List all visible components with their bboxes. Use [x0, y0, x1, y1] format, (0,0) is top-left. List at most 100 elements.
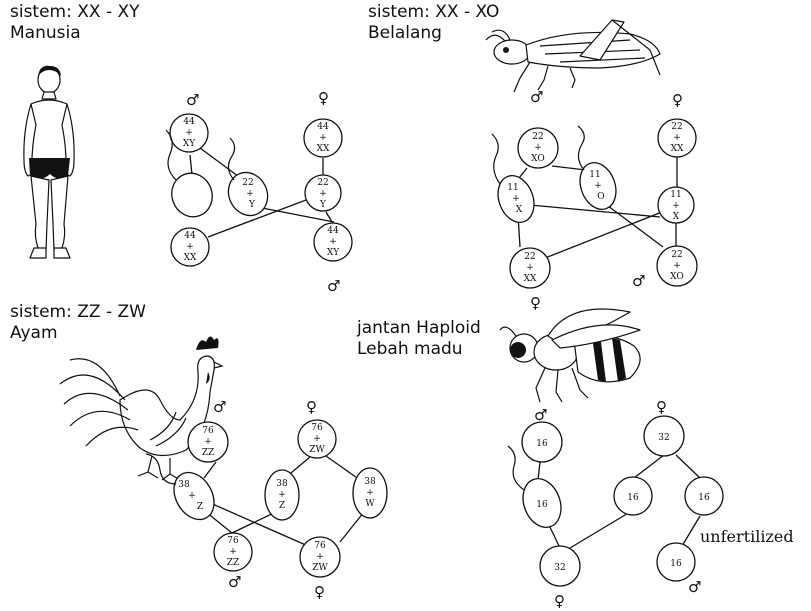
svg-text:+: +: [319, 189, 327, 199]
lebah-son-male-symbol: ♂: [688, 578, 701, 596]
ayam-system-label: sistem: ZZ - ZW: [10, 302, 146, 322]
belalang-son-male-symbol: ♂: [632, 272, 645, 290]
svg-text:+: +: [329, 237, 337, 247]
svg-text:16: 16: [627, 493, 639, 503]
svg-text:+: +: [673, 261, 681, 271]
svg-text:+: +: [319, 133, 327, 143]
lebah-cell-sperm: 16: [507, 445, 562, 528]
human-illustration: [23, 65, 75, 259]
lebah-cell-mother: 32: [643, 415, 685, 457]
svg-text:+: +: [313, 434, 321, 444]
ayam-cell-egg-z: 38 + Z: [264, 469, 300, 521]
svg-text:22: 22: [242, 178, 253, 188]
manusia-mother-female-symbol: ♀: [318, 89, 329, 107]
svg-text:+: +: [185, 128, 193, 138]
svg-text:ZW: ZW: [309, 445, 325, 455]
belalang-cell-daughter: 22 + XX: [509, 247, 551, 289]
link-egg-daughter: [207, 199, 307, 238]
svg-text:XY: XY: [183, 139, 196, 149]
svg-text:44: 44: [184, 231, 196, 241]
svg-text:+: +: [512, 194, 520, 204]
svg-text:XO: XO: [531, 154, 545, 164]
grasshopper-illustration: [485, 19, 661, 93]
belalang-cell-sperm-o: 11 + O: [577, 125, 617, 210]
ayam-son-male-symbol: ♂: [228, 573, 241, 591]
ayam-organism-label: Ayam: [10, 323, 58, 343]
svg-text:16: 16: [536, 500, 548, 510]
svg-text:+: +: [526, 263, 534, 273]
svg-text:XX: XX: [671, 144, 684, 154]
svg-text:76: 76: [314, 541, 326, 551]
svg-text:+: +: [672, 201, 680, 211]
svg-text:XX: XX: [524, 274, 537, 284]
svg-text:38: 38: [364, 477, 376, 487]
svg-text:X: X: [516, 205, 523, 215]
svg-text:16: 16: [536, 439, 548, 449]
manusia-cell-son: 44 + XY: [313, 222, 353, 262]
svg-text:+: +: [594, 181, 602, 191]
svg-text:32: 32: [658, 433, 669, 443]
svg-text:XY: XY: [327, 248, 340, 258]
svg-text:16: 16: [698, 493, 710, 503]
svg-text:16: 16: [670, 559, 682, 569]
svg-text:11: 11: [670, 190, 681, 200]
svg-text:11: 11: [507, 183, 518, 193]
lebah-unfertilized-note: unfertilized: [700, 527, 794, 546]
svg-text:XO: XO: [670, 272, 684, 282]
svg-text:Z: Z: [279, 501, 285, 511]
svg-text:+: +: [246, 189, 254, 199]
ayam-mother-female-symbol: ♀: [306, 398, 317, 416]
ayam-cell-egg-w: 38 + W: [352, 467, 388, 519]
svg-text:+: +: [278, 490, 286, 500]
svg-text:Z: Z: [197, 502, 203, 512]
svg-text:44: 44: [327, 226, 339, 236]
lebah-cell-father: 16: [521, 421, 563, 463]
ayam-cell-daughter: 76 + ZW: [299, 536, 341, 578]
svg-text:38: 38: [178, 480, 190, 490]
svg-text:O: O: [597, 192, 604, 202]
svg-text:XX: XX: [317, 144, 330, 154]
ayam-father-male-symbol: ♂: [213, 398, 226, 416]
lebah-mother-female-symbol: ♀: [656, 398, 667, 416]
link-spermY-son: [261, 207, 335, 223]
svg-text:+: +: [186, 242, 194, 252]
svg-text:X: X: [673, 212, 680, 222]
manusia-cell-mother: 44 + XX: [303, 118, 343, 158]
svg-text:+: +: [534, 143, 542, 153]
belalang-cell-sperm-x: 11 + X: [491, 133, 535, 223]
lebah-cell-daughter: 32: [539, 545, 581, 587]
manusia-organism-label: Manusia: [10, 23, 81, 43]
svg-text:44: 44: [183, 117, 195, 127]
svg-text:22: 22: [317, 178, 328, 188]
svg-text:22: 22: [532, 132, 543, 142]
svg-text:W: W: [365, 499, 375, 509]
svg-text:ZZ: ZZ: [202, 448, 215, 458]
lebah-organism-label: Lebah madu: [357, 339, 463, 359]
svg-text:38: 38: [276, 479, 288, 489]
svg-text:22: 22: [524, 252, 535, 262]
svg-text:44: 44: [317, 122, 329, 132]
bee-illustration: [499, 308, 641, 403]
lebah-father-male-symbol: ♂: [534, 406, 547, 424]
svg-text:+: +: [204, 437, 212, 447]
ayam-cell-mother: 76 + ZW: [297, 419, 337, 459]
svg-text:22: 22: [671, 122, 682, 132]
belalang-daughter-female-symbol: ♀: [530, 294, 541, 312]
svg-text:XX: XX: [184, 253, 197, 263]
belalang-system-label: sistem: XX - XO: [368, 2, 500, 22]
manusia-son-male-symbol: ♂: [327, 277, 340, 295]
manusia-cell-egg: 22 + Y: [304, 174, 342, 212]
manusia-cell-sperm-x: [165, 129, 213, 218]
svg-text:Y: Y: [248, 200, 256, 210]
svg-text:11: 11: [589, 170, 600, 180]
ayam-cell-sperm: 38 + Z: [145, 453, 215, 521]
svg-text:76: 76: [311, 423, 323, 433]
ayam-cell-father: 76 + ZZ: [187, 421, 229, 463]
link-egg-son: [325, 211, 333, 223]
svg-text:+: +: [366, 488, 374, 498]
svg-text:ZW: ZW: [312, 563, 328, 573]
manusia-diagram: 44 + XY 44 + XX 22 + Y 22 + Y: [165, 89, 353, 295]
manusia-cell-sperm-y: 22 + Y: [227, 137, 269, 217]
belalang-cell-father: 22 + XO: [517, 127, 559, 169]
